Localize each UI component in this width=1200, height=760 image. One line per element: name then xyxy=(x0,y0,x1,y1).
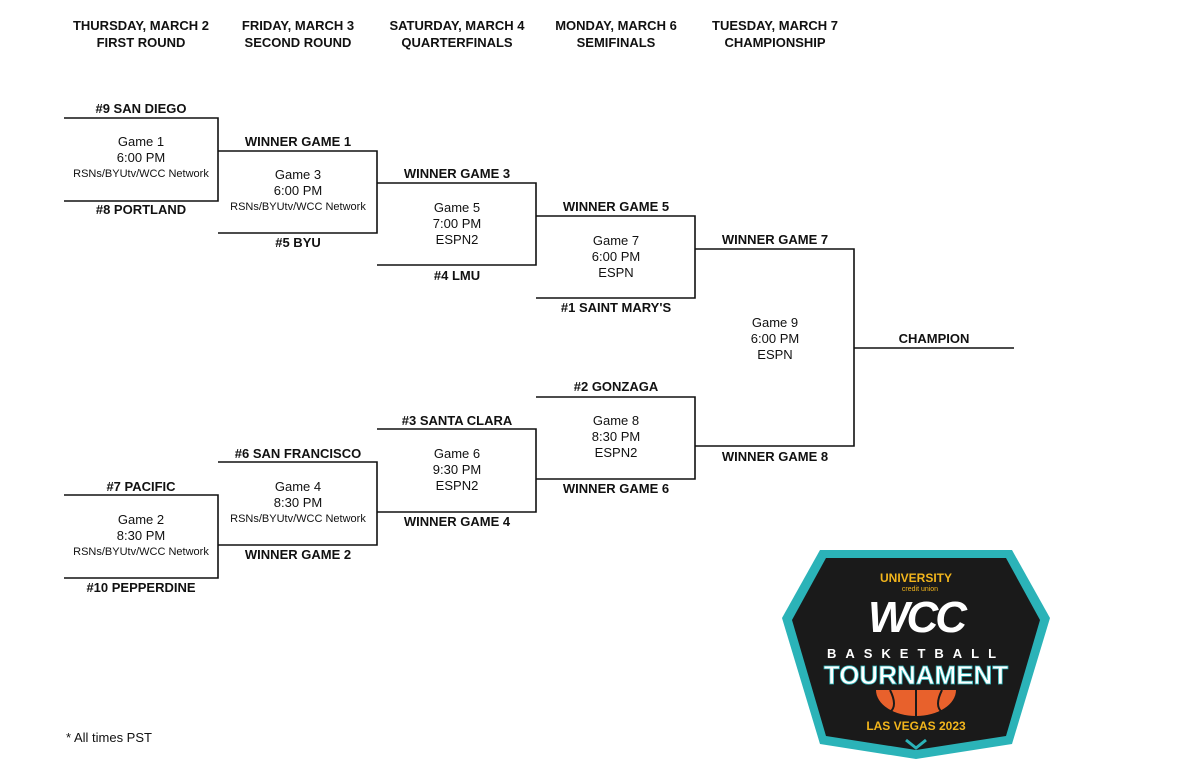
logo-basketball-text: BASKETBALL xyxy=(827,646,1005,661)
game-network: ESPN2 xyxy=(435,232,479,247)
bracket-line-game1 xyxy=(64,117,219,202)
round-name: QUARTERFINALS xyxy=(401,35,513,50)
game-title: Game 7 xyxy=(592,233,640,248)
round-name: SECOND ROUND xyxy=(244,35,352,50)
bracket-line-game8 xyxy=(536,396,696,480)
game-time: 8:30 PM xyxy=(273,495,323,510)
game-network: RSNs/BYUtv/WCC Network xyxy=(230,201,366,213)
round-day: TUESDAY, MARCH 7 xyxy=(712,18,838,33)
game-9-info: Game 9 6:00 PM ESPN xyxy=(751,315,799,363)
game-8-info: Game 8 8:30 PM ESPN2 xyxy=(592,413,640,461)
round-name: CHAMPIONSHIP xyxy=(724,35,826,50)
game-3-info: Game 3 6:00 PM RSNs/BYUtv/WCC Network xyxy=(230,167,366,215)
round-header-second: FRIDAY, MARCH 3 SECOND ROUND xyxy=(218,17,378,51)
winner-game-1-label: WINNER GAME 1 xyxy=(244,134,352,149)
logo-sponsor-sub: credit union xyxy=(902,586,938,593)
winner-game-7-label: WINNER GAME 7 xyxy=(721,232,829,247)
game-5-info: Game 5 7:00 PM ESPN2 xyxy=(433,200,481,248)
game-title: Game 6 xyxy=(433,446,481,461)
logo-shield-inner xyxy=(792,558,1040,750)
round-header-semifinals: MONDAY, MARCH 6 SEMIFINALS xyxy=(536,17,696,51)
round-header-quarterfinals: SATURDAY, MARCH 4 QUARTERFINALS xyxy=(377,17,537,51)
bracket-line-game7 xyxy=(536,215,696,299)
game-1-info: Game 1 6:00 PM RSNs/BYUtv/WCC Network xyxy=(73,134,209,182)
team-portland: #8 PORTLAND xyxy=(95,202,187,217)
game-network: ESPN xyxy=(757,347,793,362)
chevron-down-icon xyxy=(905,738,927,750)
game-time: 8:30 PM xyxy=(116,528,166,543)
team-san-francisco: #6 SAN FRANCISCO xyxy=(234,446,362,461)
game-7-info: Game 7 6:00 PM ESPN xyxy=(592,233,640,281)
game-time: 6:00 PM xyxy=(750,331,800,346)
team-lmu: #4 LMU xyxy=(433,268,481,283)
winner-game-4-label: WINNER GAME 4 xyxy=(403,514,511,529)
game-network: ESPN2 xyxy=(435,478,479,493)
game-time: 9:30 PM xyxy=(432,462,482,477)
round-name: SEMIFINALS xyxy=(576,35,656,50)
bracket-line-game4 xyxy=(218,461,378,546)
round-header-first: THURSDAY, MARCH 2 FIRST ROUND xyxy=(61,17,221,51)
round-day: THURSDAY, MARCH 2 xyxy=(72,18,210,33)
team-pacific: #7 PACIFIC xyxy=(106,479,176,494)
winner-game-5-label: WINNER GAME 5 xyxy=(562,199,670,214)
game-title: Game 4 xyxy=(274,479,322,494)
champion-label: CHAMPION xyxy=(898,331,970,346)
winner-game-6-label: WINNER GAME 6 xyxy=(562,481,670,496)
game-title: Game 8 xyxy=(592,413,640,428)
winner-game-3-label: WINNER GAME 3 xyxy=(403,166,511,181)
game-network: ESPN2 xyxy=(594,445,638,460)
team-saint-marys: #1 SAINT MARY'S xyxy=(560,300,672,315)
game-time: 6:00 PM xyxy=(116,150,166,165)
team-santa-clara: #3 SANTA CLARA xyxy=(401,413,513,428)
game-network: RSNs/BYUtv/WCC Network xyxy=(230,513,366,525)
game-time: 8:30 PM xyxy=(591,429,641,444)
game-time: 7:00 PM xyxy=(432,216,482,231)
round-day: FRIDAY, MARCH 3 xyxy=(241,18,355,33)
winner-game-8-label: WINNER GAME 8 xyxy=(721,449,829,464)
game-title: Game 2 xyxy=(117,512,165,527)
team-san-diego: #9 SAN DIEGO xyxy=(95,101,187,116)
round-name: FIRST ROUND xyxy=(96,35,186,50)
logo-location: LAS VEGAS 2023 xyxy=(866,719,966,733)
footnote: * All times PST xyxy=(66,730,152,745)
team-byu: #5 BYU xyxy=(275,235,321,250)
game-title: Game 9 xyxy=(751,315,799,330)
logo-tournament-text: TOURNAMENT xyxy=(824,660,1009,690)
game-network: ESPN xyxy=(598,265,634,280)
round-day: SATURDAY, MARCH 4 xyxy=(389,18,525,33)
game-network: RSNs/BYUtv/WCC Network xyxy=(73,168,209,180)
round-header-championship: TUESDAY, MARCH 7 CHAMPIONSHIP xyxy=(695,17,855,51)
game-title: Game 3 xyxy=(274,167,322,182)
bracket-line-game5 xyxy=(377,182,537,266)
game-6-info: Game 6 9:30 PM ESPN2 xyxy=(433,446,481,494)
bracket-line-game2 xyxy=(64,494,219,579)
wcc-tournament-logo: UNIVERSITY credit union WCC BASKETBALL T… xyxy=(782,550,1050,759)
team-pepperdine: #10 PEPPERDINE xyxy=(86,580,196,595)
winner-game-2-label: WINNER GAME 2 xyxy=(244,547,352,562)
team-gonzaga: #2 GONZAGA xyxy=(573,379,659,394)
game-time: 6:00 PM xyxy=(273,183,323,198)
game-2-info: Game 2 8:30 PM RSNs/BYUtv/WCC Network xyxy=(73,512,209,560)
logo-sponsor: UNIVERSITY xyxy=(880,571,952,585)
game-title: Game 1 xyxy=(117,134,165,149)
game-network: RSNs/BYUtv/WCC Network xyxy=(73,546,209,558)
logo-basketball-seams xyxy=(889,689,943,716)
bracket-line-game3 xyxy=(218,150,378,234)
logo-wordmark: WCC xyxy=(868,593,968,642)
bracket-line-game6 xyxy=(377,428,537,513)
game-title: Game 5 xyxy=(433,200,481,215)
round-day: MONDAY, MARCH 6 xyxy=(555,18,677,33)
game-4-info: Game 4 8:30 PM RSNs/BYUtv/WCC Network xyxy=(230,479,366,527)
game-time: 6:00 PM xyxy=(591,249,641,264)
